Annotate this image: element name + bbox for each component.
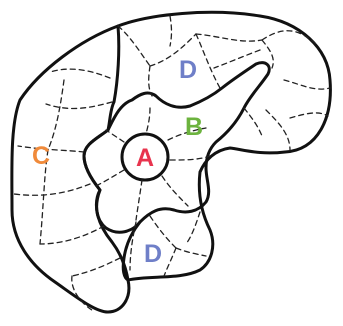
label-b: B xyxy=(185,113,203,141)
region-b-outline xyxy=(84,63,269,233)
label-d-bottom: D xyxy=(144,240,162,268)
label-c: C xyxy=(32,142,50,170)
segment-lines xyxy=(14,16,330,310)
label-a: A xyxy=(136,144,154,172)
label-d-top: D xyxy=(179,56,197,84)
